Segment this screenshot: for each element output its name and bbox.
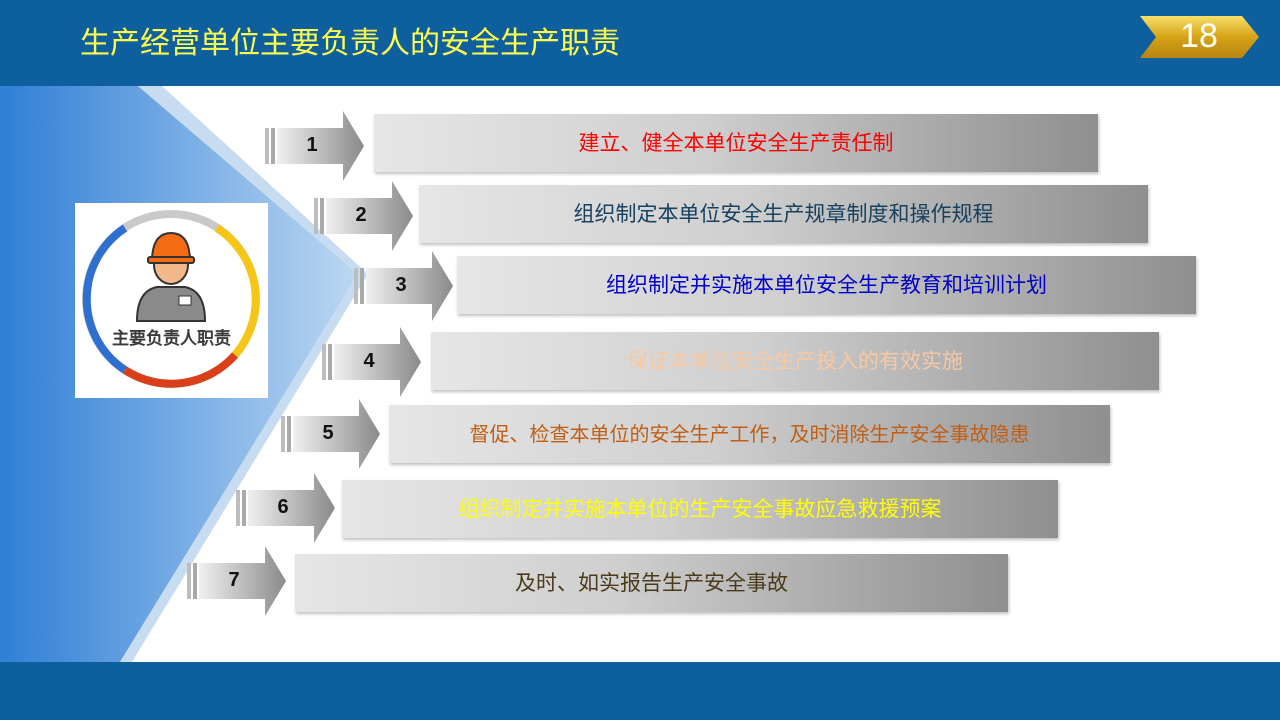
item-number: 3	[395, 274, 407, 296]
item-text: 及时、如实报告生产安全事故	[515, 571, 788, 595]
item-bar: 及时、如实报告生产安全事故	[295, 554, 1008, 612]
item-bar: 组织制定并实施本单位的生产安全事故应急救援预案	[342, 480, 1058, 538]
item-text: 组织制定并实施本单位安全生产教育和培训计划	[606, 273, 1047, 297]
list-item: 1 建立、健全本单位安全生产责任制	[265, 111, 1105, 181]
numbered-arrow-icon	[265, 111, 364, 181]
numbered-arrow-icon	[187, 546, 286, 616]
responsibility-icon-card: 主要负责人职责	[75, 203, 268, 398]
list-item: 7 及时、如实报告生产安全事故	[187, 546, 1017, 616]
footer-bar	[0, 662, 1280, 720]
list-item: 6 组织制定并实施本单位的生产安全事故应急救援预案	[236, 473, 1066, 543]
item-bar: 督促、检查本单位的安全生产工作，及时消除生产安全事故隐患	[389, 405, 1110, 463]
item-number: 1	[306, 134, 318, 156]
numbered-arrow-icon	[354, 251, 453, 321]
item-text: 组织制定本单位安全生产规章制度和操作规程	[573, 202, 994, 226]
page-number: 18	[1180, 17, 1218, 55]
item-text: 建立、健全本单位安全生产责任制	[578, 131, 894, 155]
item-bar: 保证本单位安全生产投入的有效实施	[431, 332, 1159, 390]
item-number: 5	[322, 422, 334, 444]
item-text: 督促、检查本单位的安全生产工作，及时消除生产安全事故隐患	[469, 422, 1030, 446]
list-item: 4 保证本单位安全生产投入的有效实施	[322, 327, 1162, 397]
item-bar: 组织制定并实施本单位安全生产教育和培训计划	[457, 256, 1196, 314]
numbered-arrow-icon	[281, 399, 380, 469]
list-item: 5 督促、检查本单位的安全生产工作，及时消除生产安全事故隐患	[281, 399, 1116, 469]
list-item: 2 组织制定本单位安全生产规章制度和操作规程	[314, 181, 1154, 251]
item-number: 4	[363, 350, 375, 372]
numbered-arrow-icon	[314, 181, 413, 251]
numbered-arrow-icon	[236, 473, 335, 543]
item-number: 7	[228, 569, 240, 591]
item-number: 2	[355, 204, 367, 226]
header-bar	[0, 0, 1280, 86]
numbered-arrow-icon	[322, 327, 421, 397]
item-bar: 组织制定本单位安全生产规章制度和操作规程	[419, 185, 1148, 243]
list-item: 3 组织制定并实施本单位安全生产教育和培训计划	[354, 251, 1199, 321]
icon-card-label: 主要负责人职责	[112, 329, 231, 349]
item-number: 6	[277, 496, 289, 518]
item-text: 保证本单位安全生产投入的有效实施	[627, 349, 963, 373]
page-title: 生产经营单位主要负责人的安全生产职责	[80, 26, 620, 61]
item-text: 组织制定并实施本单位的生产安全事故应急救援预案	[458, 497, 942, 521]
page-number-badge: 18	[1138, 14, 1260, 60]
safety-helmet-worker-icon	[82, 210, 260, 388]
item-bar: 建立、健全本单位安全生产责任制	[374, 114, 1098, 172]
